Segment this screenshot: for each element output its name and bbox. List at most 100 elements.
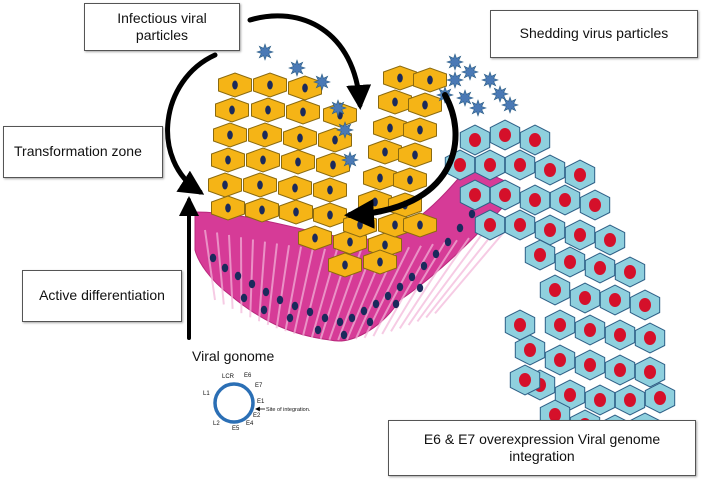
yellow-cell — [279, 199, 313, 225]
e6-e7-overexpression-label: E6 & E7 overexpression Viral genome inte… — [423, 430, 661, 465]
dark-nucleus — [332, 135, 338, 145]
blue-cell — [554, 246, 586, 278]
basal-nucleus — [248, 279, 256, 289]
yellow-cell — [313, 177, 347, 203]
basal-cell-stripe — [302, 248, 326, 337]
basal-cell-stripe — [434, 230, 506, 315]
genome-label-e6: E6 — [244, 373, 252, 379]
basal-nucleus — [234, 271, 242, 281]
yellow-cell — [393, 167, 427, 193]
yellow-cell — [286, 99, 320, 125]
yellow-cell — [383, 65, 417, 91]
basal-nucleus — [336, 317, 344, 327]
red-nucleus — [559, 193, 571, 207]
blue-cell — [564, 159, 596, 191]
blue-cell — [519, 124, 551, 156]
dark-nucleus — [297, 133, 303, 143]
red-nucleus — [589, 198, 601, 212]
dark-nucleus — [232, 80, 238, 90]
basal-nucleus — [291, 301, 299, 311]
dark-nucleus — [382, 240, 388, 250]
dark-nucleus — [259, 205, 265, 215]
yellow-cell — [215, 97, 249, 123]
basal-nucleus — [260, 305, 268, 315]
dark-nucleus — [225, 155, 231, 165]
blue-cell — [489, 179, 521, 211]
genome-label-l2: L2 — [213, 421, 220, 427]
basal-nucleus — [286, 313, 294, 323]
red-nucleus — [529, 193, 541, 207]
dark-nucleus — [327, 185, 333, 195]
blue-cell — [564, 219, 596, 251]
dark-nucleus — [377, 257, 383, 267]
basal-nucleus — [366, 317, 374, 327]
dark-nucleus — [417, 220, 423, 230]
basal-nucleus — [360, 306, 368, 316]
blue-cell — [579, 189, 611, 221]
red-nucleus — [564, 388, 576, 402]
basal-cell-stripe — [275, 245, 290, 329]
genome-label-site: Site of integration. — [266, 407, 311, 413]
yellow-cell — [208, 172, 242, 198]
blue-cell — [504, 309, 536, 341]
virus-particle — [456, 89, 474, 107]
dark-nucleus — [257, 180, 263, 190]
red-nucleus — [609, 293, 621, 307]
yellow-cell — [313, 202, 347, 228]
virus-particle — [313, 73, 331, 91]
blue-cell — [599, 284, 631, 316]
yellow-cell — [328, 252, 362, 278]
viral-genome-ring — [213, 382, 255, 424]
transformation-zone-box: Transformation zone — [3, 126, 163, 178]
blue-cell — [474, 209, 506, 241]
basal-nucleus — [276, 295, 284, 305]
blue-cell — [574, 349, 606, 381]
basal-cell-stripe — [425, 232, 494, 319]
virus-particle — [256, 43, 274, 61]
dark-nucleus — [347, 237, 353, 247]
genome-label-e4: E4 — [246, 421, 254, 427]
dark-nucleus — [412, 150, 418, 160]
virus-body — [288, 59, 306, 77]
genome-label-e5: E5 — [232, 426, 240, 432]
basal-cell-stripe — [204, 229, 216, 301]
virus-body — [456, 89, 474, 107]
red-nucleus — [524, 343, 536, 357]
genome-label-e7: E7 — [255, 383, 263, 389]
basal-nucleus — [240, 293, 248, 303]
yellow-cell — [408, 92, 442, 118]
virus-particle — [446, 53, 464, 71]
basal-nucleus — [314, 325, 322, 335]
red-nucleus — [594, 261, 606, 275]
red-nucleus — [564, 255, 576, 269]
transformed-blue-cells — [444, 119, 676, 446]
dark-nucleus — [407, 175, 413, 185]
virus-particle — [336, 121, 354, 139]
blue-cell — [549, 184, 581, 216]
yellow-cell — [298, 225, 332, 251]
dark-nucleus — [260, 155, 266, 165]
red-nucleus — [499, 188, 511, 202]
genome-label-lcr: LCR — [222, 374, 235, 380]
basal-cell-stripe — [416, 235, 482, 323]
virus-particle — [341, 151, 359, 169]
yellow-cell — [413, 67, 447, 93]
basal-nucleus — [392, 299, 400, 309]
basal-cell-stripe — [228, 234, 234, 309]
transformation-zone-label: Transformation zone — [14, 143, 142, 160]
blue-cell — [474, 149, 506, 181]
blue-cell — [544, 344, 576, 376]
dark-nucleus — [330, 160, 336, 170]
basal-nucleus — [221, 263, 229, 273]
blue-cell — [614, 256, 646, 288]
blue-cell — [604, 319, 636, 351]
yellow-cell — [218, 72, 252, 98]
arrow-left-curve — [165, 52, 218, 195]
blue-cell — [634, 322, 666, 354]
blue-cell — [534, 154, 566, 186]
yellow-cell — [281, 149, 315, 175]
red-nucleus — [454, 158, 466, 172]
basal-layer — [194, 164, 521, 342]
blue-cell — [574, 314, 606, 346]
basal-nucleus — [372, 299, 380, 309]
